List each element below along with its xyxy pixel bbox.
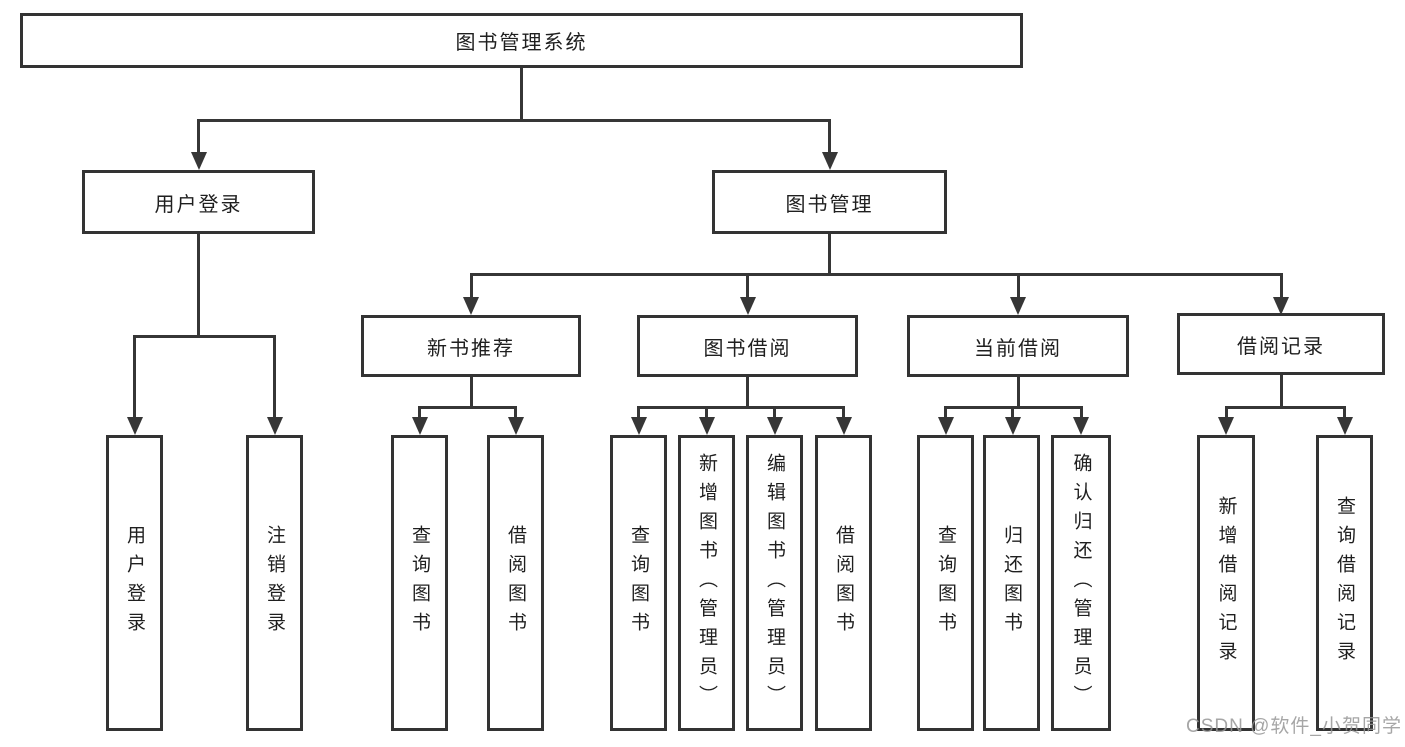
csdn-watermark: CSDN @软件_小贺同学 — [1186, 716, 1402, 737]
node-leaf-borrow-book-1: 借阅图书 — [487, 435, 544, 731]
node-leaf-confirm-return-admin-label: 确认归还（管理员） — [1070, 452, 1092, 714]
node-leaf-add-book-admin-label: 新增图书（管理员） — [696, 452, 717, 714]
node-leaf-borrow-book-1-label: 借阅图书 — [505, 525, 526, 641]
node-leaf-logout: 注销登录 — [246, 435, 303, 731]
node-user-login-branch-label: 用户登录 — [154, 193, 243, 216]
connector-line — [418, 406, 421, 419]
node-leaf-add-borrow-record: 新增借阅记录 — [1197, 435, 1255, 731]
connector-line — [273, 335, 276, 419]
arrow-down-icon — [821, 152, 838, 170]
connector-line — [1016, 273, 1020, 299]
connector-line — [1279, 273, 1283, 299]
connector-line — [842, 406, 845, 419]
connector-line — [197, 119, 831, 122]
node-new-book-recommend: 新书推荐 — [361, 315, 581, 377]
node-leaf-query-borrow-record-label: 查询借阅记录 — [1334, 496, 1355, 670]
connector-line — [469, 273, 1283, 276]
node-leaf-return-book: 归还图书 — [983, 435, 1040, 731]
connector-line — [1016, 377, 1020, 409]
connector-line — [197, 119, 200, 154]
node-leaf-add-book-admin: 新增图书（管理员） — [678, 435, 735, 731]
node-current-borrow-label: 当前借阅 — [974, 337, 1062, 360]
arrow-down-icon — [463, 297, 479, 315]
node-leaf-query-book-3: 查询图书 — [917, 435, 974, 731]
arrow-down-icon — [1073, 417, 1089, 435]
node-new-book-recommend-label: 新书推荐 — [427, 337, 515, 360]
arrow-down-icon — [698, 417, 715, 435]
connector-line — [746, 377, 749, 409]
node-leaf-query-borrow-record: 查询借阅记录 — [1316, 435, 1373, 731]
connector-line — [1224, 406, 1228, 419]
arrow-down-icon — [1336, 417, 1353, 435]
arrow-down-icon — [507, 417, 524, 435]
connector-line — [418, 406, 517, 409]
arrow-down-icon — [1273, 297, 1289, 315]
node-leaf-query-book-3-label: 查询图书 — [935, 525, 956, 641]
connector-line — [828, 234, 831, 276]
node-borrow-records-label: 借阅记录 — [1237, 335, 1325, 358]
node-current-borrow: 当前借阅 — [907, 315, 1129, 377]
node-borrow-records: 借阅记录 — [1177, 313, 1385, 375]
arrow-down-icon — [266, 417, 283, 435]
node-leaf-logout-label: 注销登录 — [264, 525, 285, 641]
arrow-down-icon — [739, 297, 756, 315]
connector-line — [197, 234, 200, 338]
connector-line — [133, 335, 136, 419]
arrow-down-icon — [126, 417, 143, 435]
node-leaf-borrow-book-2-label: 借阅图书 — [833, 525, 854, 641]
node-user-login-branch: 用户登录 — [82, 170, 315, 234]
arrow-down-icon — [766, 417, 783, 435]
connector-line — [746, 273, 749, 299]
node-leaf-confirm-return-admin: 确认归还（管理员） — [1051, 435, 1111, 731]
node-leaf-query-book-1-label: 查询图书 — [409, 525, 430, 641]
connector-line — [520, 68, 523, 122]
node-leaf-borrow-book-2: 借阅图书 — [815, 435, 872, 731]
node-book-borrow: 图书借阅 — [637, 315, 858, 377]
arrow-down-icon — [835, 417, 852, 435]
arrow-down-icon — [630, 417, 647, 435]
connector-line — [705, 406, 708, 419]
node-leaf-user-login-label: 用户登录 — [124, 525, 145, 641]
connector-line — [1343, 406, 1346, 419]
connector-line — [133, 335, 276, 338]
node-leaf-query-book-2: 查询图书 — [610, 435, 667, 731]
node-leaf-add-borrow-record-label: 新增借阅记录 — [1215, 496, 1237, 670]
connector-line — [1224, 406, 1346, 409]
connector-line — [514, 406, 517, 419]
node-leaf-query-book-2-label: 查询图书 — [628, 525, 649, 641]
node-root-label: 图书管理系统 — [455, 32, 588, 54]
connector-line — [1279, 375, 1283, 409]
node-book-borrow-label: 图书借阅 — [703, 337, 792, 360]
arrow-down-icon — [190, 152, 207, 170]
node-book-management-branch: 图书管理 — [712, 170, 947, 234]
node-root: 图书管理系统 — [20, 13, 1023, 68]
connector-line — [469, 273, 473, 299]
arrow-down-icon — [1004, 417, 1021, 435]
connector-line — [828, 119, 831, 154]
node-leaf-return-book-label: 归还图书 — [1001, 525, 1022, 641]
connector-line — [469, 377, 473, 409]
connector-line — [773, 406, 776, 419]
connector-line — [1011, 406, 1014, 419]
node-leaf-user-login: 用户登录 — [106, 435, 163, 731]
node-leaf-edit-book-admin: 编辑图书（管理员） — [746, 435, 803, 731]
arrow-down-icon — [1218, 417, 1234, 435]
node-book-management-branch-label: 图书管理 — [785, 193, 874, 216]
node-leaf-edit-book-admin-label: 编辑图书（管理员） — [764, 452, 785, 714]
node-leaf-query-book-1: 查询图书 — [391, 435, 448, 731]
connector-line — [637, 406, 640, 419]
arrow-down-icon — [937, 417, 954, 435]
arrow-down-icon — [411, 417, 428, 435]
connector-line — [1079, 406, 1083, 419]
connector-line — [637, 406, 845, 409]
arrow-down-icon — [1010, 297, 1026, 315]
connector-line — [944, 406, 947, 419]
